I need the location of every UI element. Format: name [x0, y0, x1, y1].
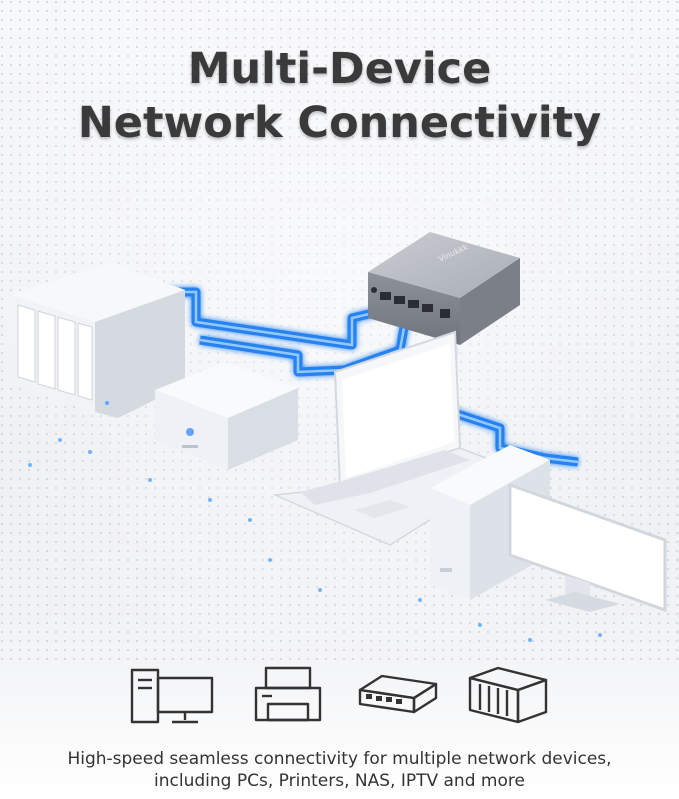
- dotted-background: [0, 0, 679, 660]
- printer-icon: [254, 666, 322, 722]
- network-switch-icon: [358, 674, 438, 714]
- nas-device: [10, 262, 185, 418]
- page-title: Multi-Device Network Connectivity: [0, 42, 679, 150]
- caption-line-1: High-speed seamless connectivity for mul…: [67, 749, 612, 769]
- network-illustration: Vinukkk: [10, 232, 667, 642]
- desktop-pc-icon: [130, 668, 214, 724]
- device-icons-row: [130, 666, 548, 724]
- title-line-2: Network Connectivity: [77, 98, 602, 148]
- laptop-device: [272, 330, 514, 546]
- monitor-device: [508, 482, 667, 613]
- network-switch-device: Vinukkk: [368, 232, 520, 345]
- title-line-1: Multi-Device: [187, 44, 492, 94]
- caption-line-2: including PCs, Printers, NAS, IPTV and m…: [154, 771, 525, 791]
- caption: High-speed seamless connectivity for mul…: [0, 748, 679, 792]
- nas-icon: [468, 666, 548, 724]
- router-device: [155, 362, 298, 470]
